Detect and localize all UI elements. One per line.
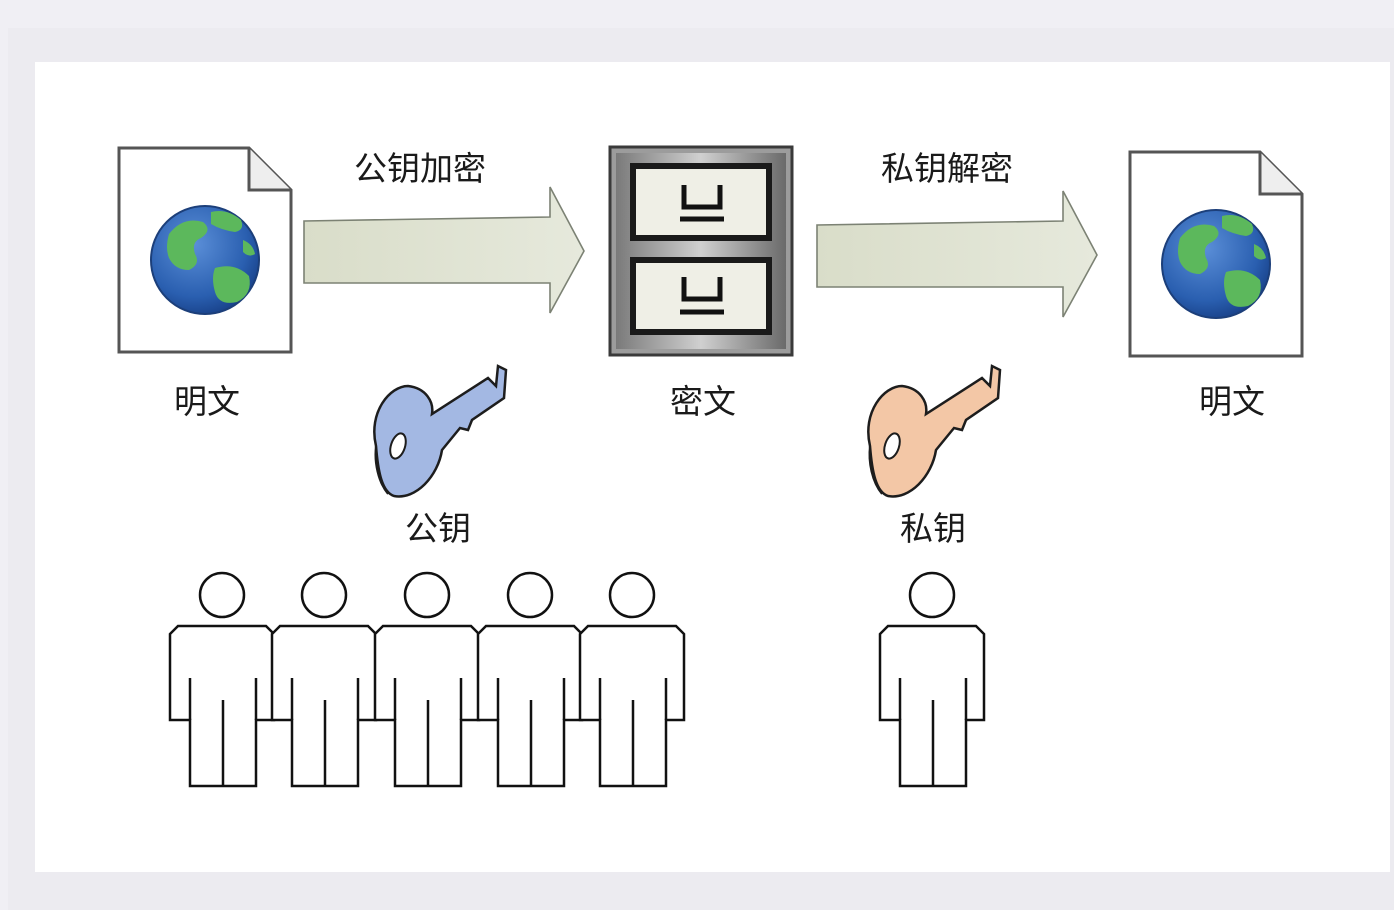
plaintext-left-document-icon (117, 146, 293, 354)
plaintext-right-document-icon (1128, 150, 1304, 358)
plaintext-right-label: 明文 (1199, 382, 1265, 421)
ciphertext-label: 密文 (670, 382, 736, 421)
private-key-label: 私钥 (900, 509, 966, 548)
ciphertext-cabinet-icon (608, 145, 794, 357)
public-key-label: 公钥 (405, 509, 471, 548)
encrypt-label: 公钥加密 (354, 149, 486, 188)
decrypt-label: 私钥解密 (881, 149, 1013, 188)
plaintext-left-label: 明文 (174, 382, 240, 421)
